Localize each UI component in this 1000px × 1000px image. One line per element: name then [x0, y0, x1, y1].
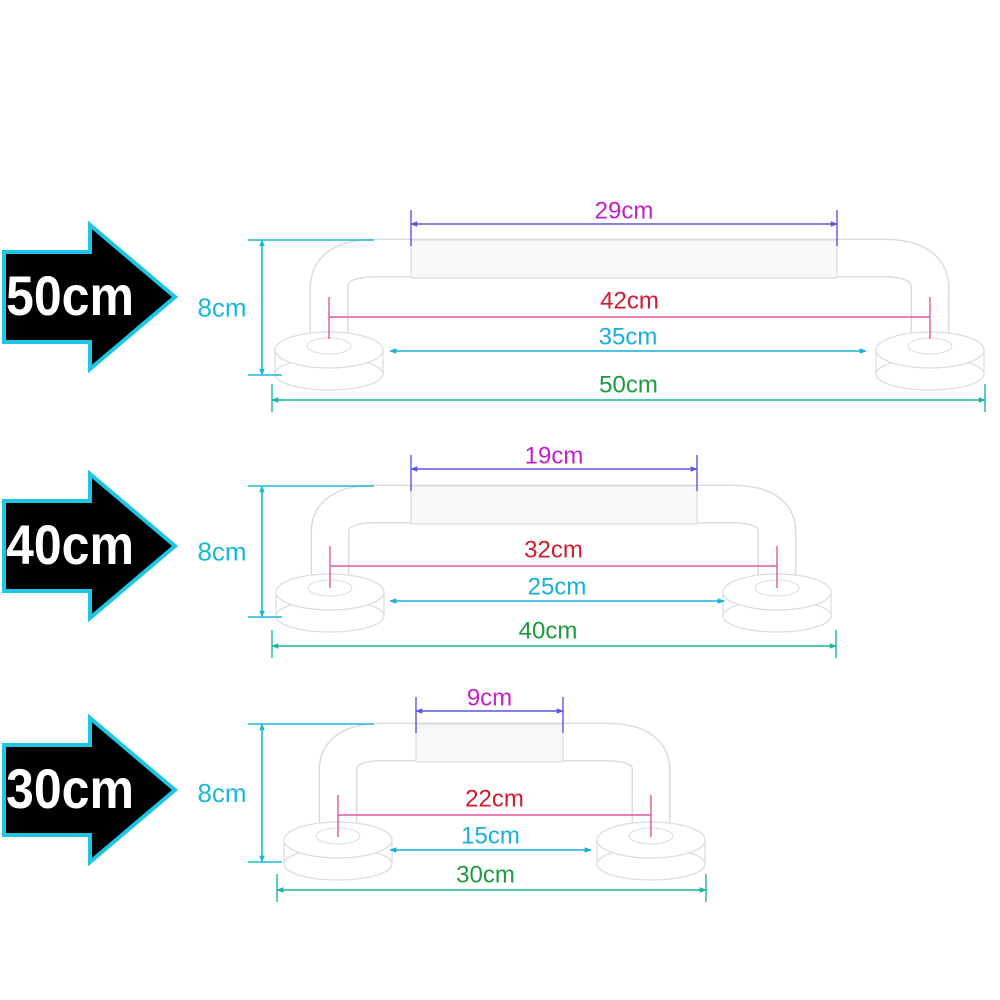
inner-dimension: 35cm	[389, 323, 867, 354]
grip-label: 29cm	[595, 197, 654, 224]
size-label: 30cm	[6, 757, 134, 820]
overall-label: 30cm	[456, 861, 515, 888]
center-label: 42cm	[600, 287, 659, 314]
grip-label: 9cm	[467, 684, 512, 711]
arrow-shape	[2, 469, 179, 623]
left-flange	[283, 821, 393, 881]
right-flange	[722, 573, 832, 633]
height-label: 8cm	[197, 778, 246, 808]
inner-dimension: 15cm	[389, 822, 592, 853]
overall-dimension: 50cm	[271, 371, 986, 412]
height-dimension: 8cm	[197, 239, 374, 376]
center-dimension: 22cm	[337, 785, 652, 837]
center-label: 32cm	[524, 536, 583, 563]
inner-label: 15cm	[461, 822, 520, 849]
left-flange	[275, 573, 385, 633]
left-flange	[274, 331, 384, 391]
grip-section	[415, 723, 564, 763]
overall-dimension: 40cm	[271, 617, 837, 658]
height-dimension: 8cm	[197, 723, 374, 863]
inner-dimension: 25cm	[389, 573, 725, 604]
size-arrow: 40cm	[2, 469, 179, 623]
grip-dimension: 29cm	[410, 197, 838, 246]
grip-dimension: 9cm	[415, 684, 564, 733]
grab-bar	[275, 484, 832, 633]
grip-label: 19cm	[525, 442, 584, 469]
height-label: 8cm	[197, 536, 246, 566]
arrow-shape	[2, 713, 179, 867]
grip-section	[410, 485, 698, 525]
right-flange	[875, 331, 985, 391]
product-panel-50cm: 50cm 8cm 29cm 42cm 35cm 50cm	[2, 197, 986, 412]
height-label: 8cm	[197, 292, 246, 322]
inner-label: 35cm	[599, 323, 658, 350]
product-panel-30cm: 30cm 8cm 9cm 22cm 15cm 30cm	[2, 684, 707, 902]
flange-collar	[907, 337, 953, 355]
size-label: 50cm	[6, 264, 134, 327]
size-arrow: 50cm	[2, 220, 179, 374]
grab-bar	[283, 722, 706, 881]
size-arrow: 30cm	[2, 713, 179, 867]
product-panel-40cm: 40cm 8cm 19cm 32cm 25cm 40cm	[2, 442, 837, 658]
grip-dimension: 19cm	[410, 442, 698, 491]
inner-label: 25cm	[528, 573, 587, 600]
overall-label: 50cm	[599, 371, 658, 398]
flange-collar	[306, 337, 352, 355]
center-label: 22cm	[465, 785, 524, 812]
height-dimension: 8cm	[197, 485, 374, 618]
center-dimension: 42cm	[328, 287, 931, 339]
overall-dimension: 30cm	[276, 861, 707, 902]
grip-section	[410, 239, 838, 279]
overall-label: 40cm	[519, 617, 578, 644]
arrow-shape	[2, 220, 179, 374]
grab-bar	[274, 238, 985, 391]
size-label: 40cm	[6, 513, 134, 576]
center-dimension: 32cm	[329, 536, 778, 588]
